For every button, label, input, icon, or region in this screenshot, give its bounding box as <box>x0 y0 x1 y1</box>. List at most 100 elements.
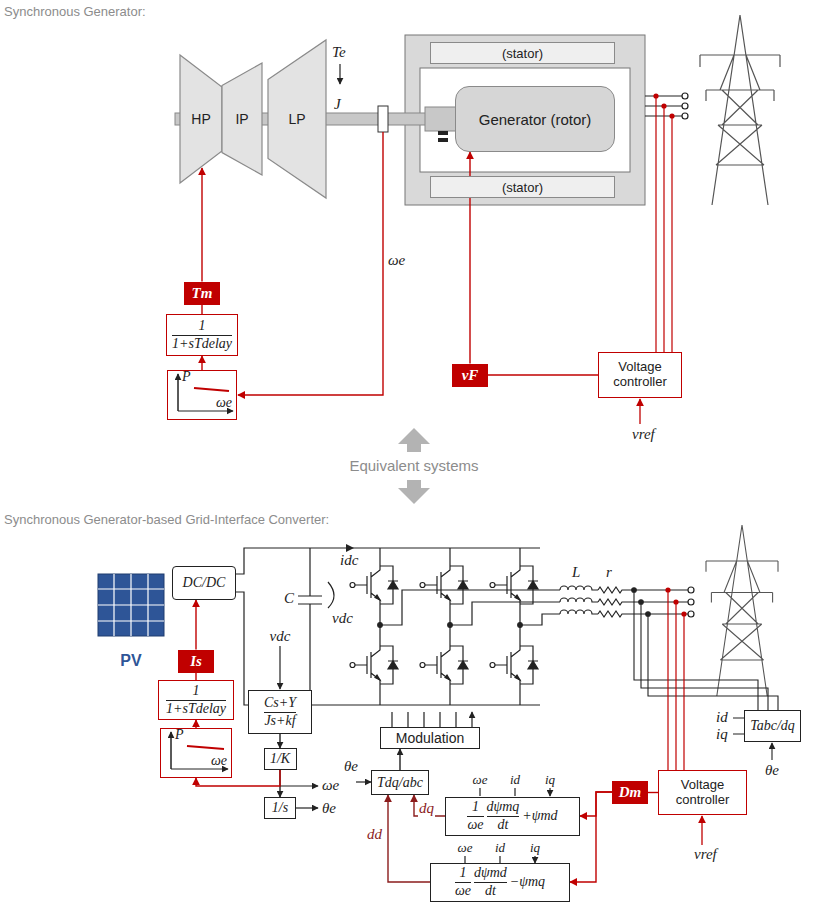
fraction: dψmqdt <box>487 800 520 832</box>
turbine-outline <box>222 63 262 175</box>
pv-panel: PV <box>92 570 170 670</box>
component-name: C <box>284 590 294 607</box>
generator-housing <box>405 35 645 205</box>
signal-tag: Is <box>178 650 214 673</box>
equivalence-note: Equivalent systems <box>349 457 478 474</box>
grid-lines <box>682 103 688 109</box>
box-label: Voltage controller <box>604 360 676 390</box>
turbine-label: HP <box>191 111 210 127</box>
block-box: 1/K <box>264 748 297 770</box>
dc-link <box>328 582 334 608</box>
fraction-bar <box>166 700 226 701</box>
voltage-sense-wires <box>639 399 640 424</box>
denominator: 1+sTdelay <box>166 702 226 717</box>
inverter-bridge <box>420 640 468 690</box>
generator-housing <box>420 68 630 172</box>
signal-name: ωe <box>473 772 488 788</box>
box-label: Tdq/abc <box>377 775 423 791</box>
box-label: 1/s <box>272 800 288 816</box>
denominator: ωe <box>467 818 483 833</box>
box-label: DC/DC <box>183 575 226 591</box>
signal-name: id <box>716 709 728 726</box>
signal-name: ωe <box>388 252 405 269</box>
droop-line <box>187 746 224 749</box>
current-sense-wires <box>632 588 637 593</box>
inverter-bridge <box>350 640 398 690</box>
box-label: Generator (rotor) <box>479 111 592 128</box>
component-name: L <box>572 564 580 581</box>
block-box: Modulation <box>380 727 480 749</box>
box-label: Tabc/dq <box>750 718 795 734</box>
signal-tag: Dm <box>612 781 648 804</box>
fraction-bar <box>474 882 507 883</box>
signal-arrows <box>280 785 318 786</box>
fraction: 1ωe <box>455 866 471 898</box>
controller-box: Voltage controller <box>658 770 747 815</box>
axis-label: P <box>175 727 184 743</box>
inverter-bridge <box>380 548 520 705</box>
equivalence-arrows <box>398 480 430 504</box>
denominator: 1+sTdelay <box>172 337 232 352</box>
signal-name: id <box>510 772 520 788</box>
droop-curve-box: Pωe <box>160 728 232 778</box>
fraction: 1ωe <box>467 800 483 832</box>
filter-resistor <box>598 599 688 605</box>
axis-label: ωe <box>216 395 232 411</box>
inverter-bridge <box>350 548 560 705</box>
stator-band: (stator) <box>430 42 615 64</box>
shaft <box>378 106 388 132</box>
signal-name: θe <box>344 758 358 775</box>
connector <box>201 168 202 282</box>
component-name: r <box>606 564 612 581</box>
numerator: dψmd <box>474 866 507 881</box>
signal-arrows <box>279 646 280 689</box>
turbine-label: IP <box>235 111 248 127</box>
dc-link <box>236 548 540 705</box>
denominator: Js+kf <box>264 714 295 729</box>
signal-name: iq <box>545 772 555 788</box>
signal-name: idc <box>340 552 358 569</box>
dc-link <box>346 544 354 552</box>
numerator: Cs+Y <box>264 696 296 711</box>
fraction: 11+sTdelay <box>172 319 232 351</box>
signal-name: J <box>334 96 341 113</box>
connector <box>279 734 280 748</box>
section-title: Synchronous Generator: <box>4 4 146 19</box>
signal-tag: vF <box>452 364 488 387</box>
voltage-sense-wires <box>701 816 702 845</box>
voltage-sense-wires <box>669 113 674 118</box>
generator-housing <box>405 35 645 205</box>
chart-axis <box>178 374 179 411</box>
filter-resistor <box>598 587 694 617</box>
signal-arrows <box>296 807 318 808</box>
generator-rotor: Generator (rotor) <box>455 86 615 152</box>
numerator: 1 <box>193 684 200 699</box>
signal-name: id <box>495 840 505 856</box>
connector <box>201 305 202 315</box>
fraction: 1 1+sTdelay <box>166 684 226 716</box>
voltage-sense-wires <box>656 96 672 352</box>
voltage-sense-wires <box>673 599 678 604</box>
signal-tag-text: vF <box>462 367 479 384</box>
box-label: (stator) <box>502 46 543 61</box>
signal-name: ωe <box>322 777 339 794</box>
signal-name: vdc <box>332 610 353 627</box>
connector <box>195 720 196 728</box>
signal-name: iq <box>716 726 728 743</box>
filter-resistor <box>688 587 694 593</box>
signal-tag-text: Tm <box>192 285 213 302</box>
fraction-bar <box>467 816 483 817</box>
filter-resistor <box>598 587 688 593</box>
connector <box>488 374 598 375</box>
box-label: (stator) <box>502 180 543 195</box>
voltage-sense-wires <box>661 103 666 108</box>
pv-cell-grid <box>98 574 164 636</box>
grid-lines <box>682 113 688 119</box>
denominator: ωe <box>455 884 471 899</box>
voltage-sense-wires <box>668 590 684 770</box>
signal-name: Te <box>332 44 346 61</box>
shaft <box>438 131 448 135</box>
fraction: dψmddt <box>474 866 507 898</box>
block-box: Tabc/dq <box>744 710 801 742</box>
current-sense-wires <box>639 600 644 605</box>
